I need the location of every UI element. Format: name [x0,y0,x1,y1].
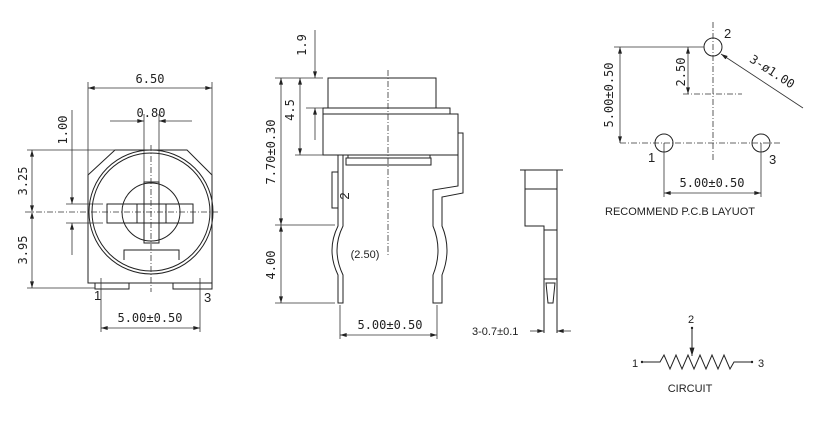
dim-pcb-half: 2.50 [674,58,688,87]
circuit-pin-2: 2 [688,314,694,326]
base-plate [345,157,432,166]
dim-slot: 0.80 [137,106,166,120]
slot-vertical [143,181,160,244]
pad-3 [172,282,213,290]
pin-label-2: 2 [337,192,352,199]
bottom-notch [123,249,180,260]
dim-holes: 3-ø1.00 [747,52,797,91]
dim-body: 4.5 [283,99,297,121]
pcb-pin-1: 1 [648,150,655,165]
resistor-zigzag [642,353,752,371]
pcb-caption: RECOMMEND P.C.B LAYUOT [605,206,755,218]
dim-knob: 1.9 [295,34,309,56]
circuit-caption: CIRCUIT [668,383,713,395]
dim-lead: 4.00 [264,251,278,280]
dim-depth: 1.00 [56,116,70,145]
pad-1 [94,282,130,290]
dim-pitch-side: 5.00±0.50 [357,318,422,332]
dim-lower: 3.95 [16,236,30,265]
dim-pitch: 5.00±0.50 [117,311,182,325]
pcb-pin-2: 2 [724,26,731,41]
dim-offset: (2.50) [351,249,380,261]
flange [322,107,451,115]
dim-pcb-pitch: 5.00±0.50 [679,176,744,190]
pcb-layout: 5.00±0.50 2.50 3-ø1.00 5.00±0.50 1 2 3 R… [602,22,804,218]
housing [322,113,459,156]
pin-label-3: 3 [204,290,211,305]
circuit-pin-3: 3 [758,358,764,370]
dim-width: 6.50 [136,72,165,86]
circuit-pin-1: 1 [632,358,638,370]
dim-upper: 3.25 [16,167,30,196]
circuit-symbol: 1 2 3 CIRCUIT [632,314,764,395]
dim-pcb-vertical: 5.00±0.50 [602,62,616,127]
front-view: 6.50 0.80 1.00 3.25 3.95 5.00±0.50 1 3 [16,72,218,332]
dim-height: 7.70±0.30 [264,119,278,184]
pin-label-1: 1 [94,288,101,303]
dim-pin-width: 3-0.7±0.1 [472,326,518,338]
slot-horizontal [106,203,194,224]
side-view: 2 (2.50) 1.9 4.5 7.70±0.30 4.00 5.00±0.5… [264,30,464,339]
pcb-pin-3: 3 [769,152,776,167]
knob [327,77,437,109]
pin-view: 3-0.7±0.1 [472,169,571,338]
lead-left [331,155,344,304]
lead-right [432,132,464,304]
